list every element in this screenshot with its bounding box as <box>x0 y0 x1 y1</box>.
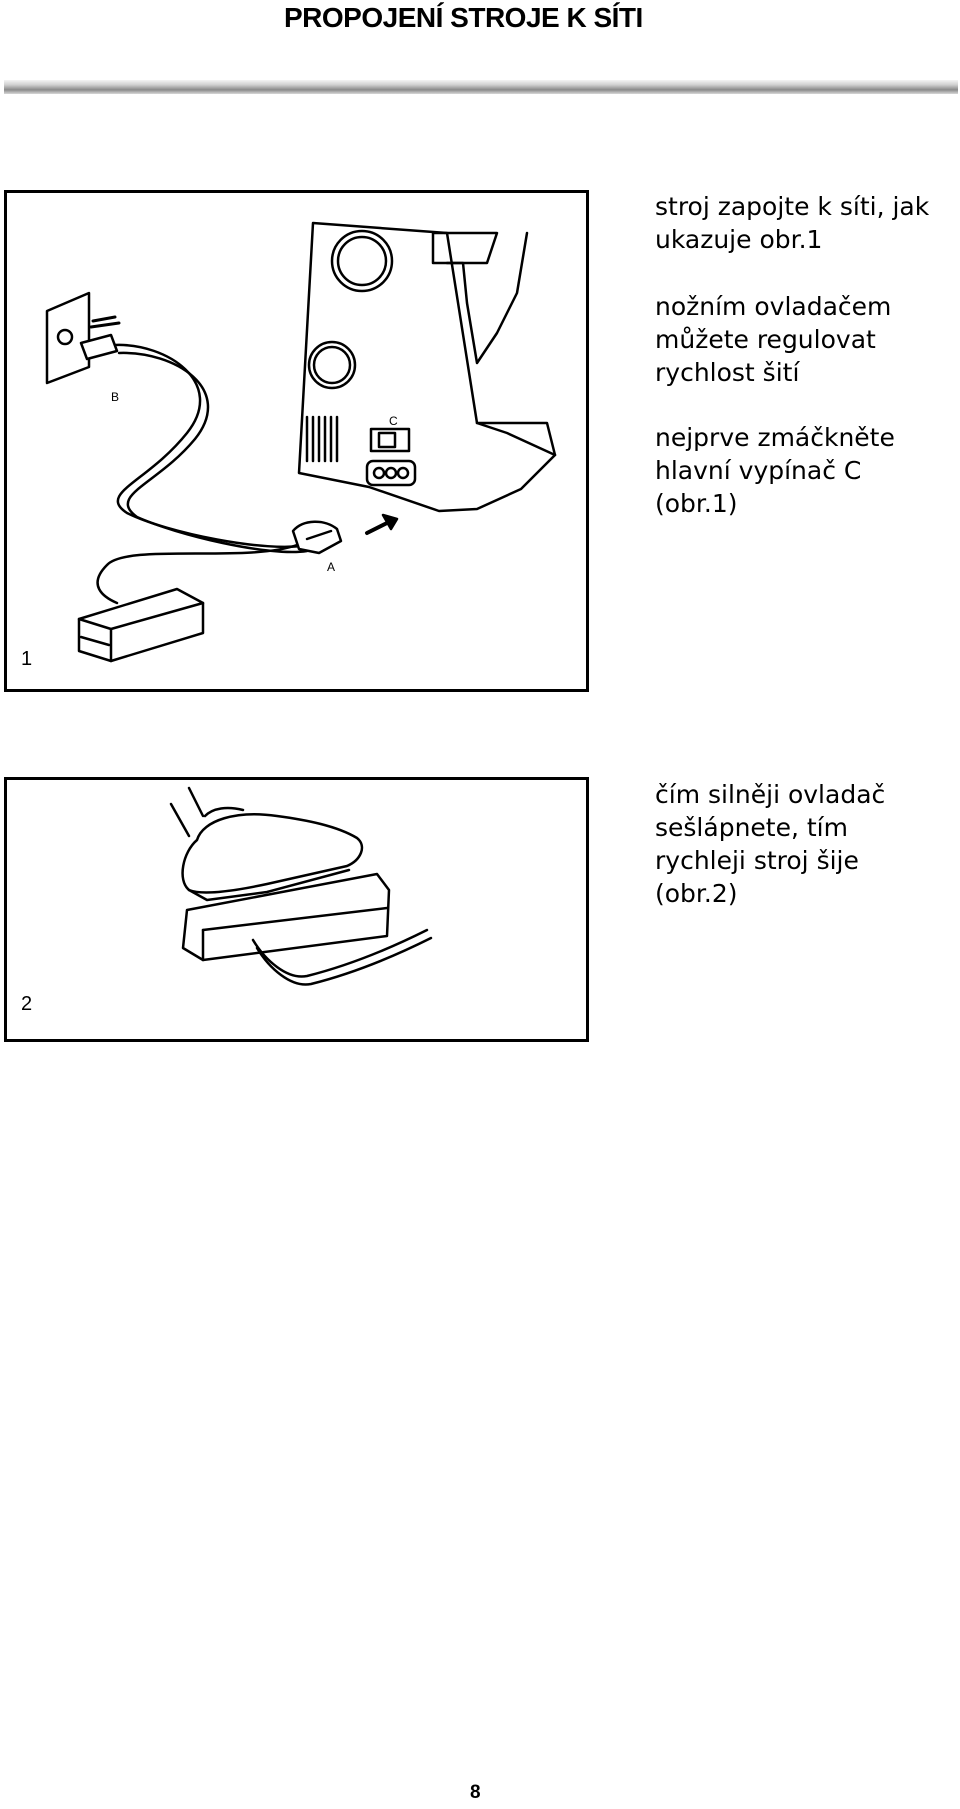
figure-1: B A C 1 <box>4 190 589 692</box>
page-title: PROPOJENÍ STROJE K SÍTI <box>284 2 643 33</box>
label-b: B <box>111 390 119 404</box>
instruction-text-pedal: čím silněji ovladač sešlápnete, tím rych… <box>655 780 886 908</box>
instruction-text-switch: nejprve zmáčkněte hlavní vypínač C (obr.… <box>655 423 895 518</box>
instruction-text-connect: stroj zapojte k síti, jak ukazuje obr.1 <box>655 192 930 254</box>
instruction-text-speed: nožním ovladačem můžete regulovat rychlo… <box>655 292 892 387</box>
figure-number: 2 <box>21 993 33 1015</box>
header-rule <box>4 80 958 94</box>
label-c: C <box>389 414 398 428</box>
figure-number: 1 <box>21 648 33 670</box>
figure-2-illustration <box>169 786 433 986</box>
label-a: A <box>327 560 335 574</box>
figure-1-illustration: B A C <box>45 221 557 663</box>
page-number: 8 <box>470 1782 481 1803</box>
figure-2: 2 <box>4 777 589 1042</box>
